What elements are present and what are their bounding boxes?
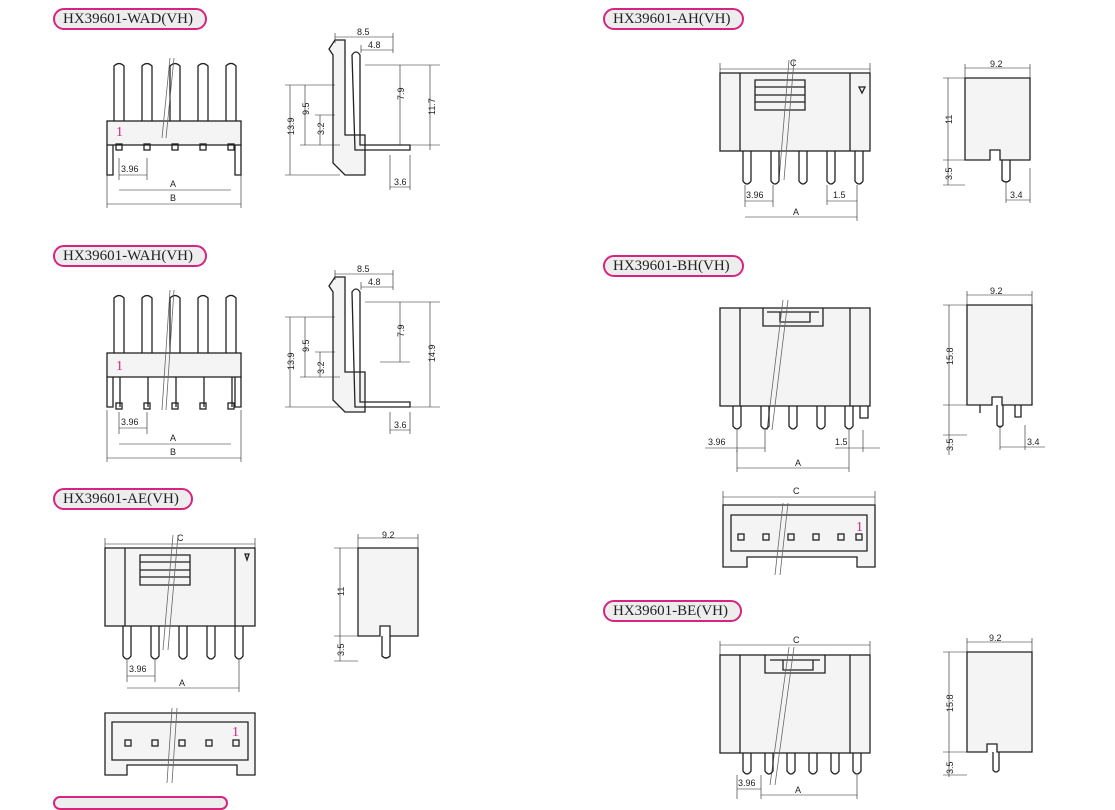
bh-pin1-mark: 1 [856,520,863,535]
wad-dim-b: B [170,193,176,203]
bh-side-view: 9.2 15.8 3.5 3.4 [943,286,1045,455]
be-front-view: C 3.96 A [719,635,871,799]
wad-side-view: 8.5 4.8 7.9 11.7 13.9 9.5 3.2 3.6 [285,27,440,190]
ae-dim-pitch: 3.96 [129,664,147,674]
ah-dim-pitch: 3.96 [746,190,764,200]
ah-dim-3-4: 3.4 [1010,190,1023,200]
title-bh: HX39601-BH(VH) [603,255,744,277]
title-wah: HX39601-WAH(VH) [53,245,207,267]
ae-pins [122,626,244,660]
ae-side-view: 9.2 11 3.5 [334,530,419,662]
wah-dim-7-9: 7.9 [396,324,406,337]
wah-dim-14-9: 14.9 [427,344,437,362]
ah-dim-1-5: 1.5 [833,190,846,200]
wah-dim-a: A [170,433,176,443]
bh-side-housing [966,304,1033,406]
ae-dim-c: C [177,533,184,543]
wah-dim-4-8: 4.8 [368,277,381,287]
be-body [719,654,871,754]
title-ah: HX39601-AH(VH) [603,8,745,30]
ah-body [719,72,871,152]
ah-dim-a: A [793,207,799,217]
wad-front-view: 1 3.96 A B [106,57,242,208]
wah-dim-9-5: 9.5 [301,339,311,352]
be-dim-9-2: 9.2 [989,633,1002,643]
ah-dim-3-5: 3.5 [944,167,954,180]
ae-dim-3-5: 3.5 [336,643,346,656]
wad-dim-4-8: 4.8 [368,40,381,50]
be-dim-3-5: 3.5 [945,761,955,774]
wad-dim-7-9: 7.9 [396,87,406,100]
wad-dim-11-7: 11.7 [427,98,437,115]
wah-pins [113,294,237,353]
wad-dim-13-9: 13.9 [286,117,296,135]
wad-body [106,120,242,146]
wah-side-housing [328,276,366,413]
be-dim-c: C [793,635,800,645]
bh-body [719,307,871,407]
be-dim-pitch: 3.96 [738,778,756,788]
ah-pins [742,151,864,185]
be-dim-15-8: 15.8 [945,694,955,712]
bh-top-housing [722,504,876,568]
title-be: HX39601-BE(VH) [603,600,742,622]
bh-dim-pitch: 3.96 [708,437,726,447]
wad-dim-pitch: 3.96 [121,164,139,174]
wah-front-view: 1 3.96 A B [106,289,242,462]
ae-dim-a: A [179,678,185,688]
title-wad: HX39601-WAD(VH) [53,8,207,30]
wah-dim-b: B [170,447,176,457]
wad-dim-9-5: 9.5 [301,102,311,115]
bh-dim-c: C [793,486,800,496]
wad-pins [113,62,237,121]
bh-top-view: C 1 [722,486,876,576]
bh-pins [732,406,869,430]
ae-top-view: 1 [104,707,256,784]
wah-dim-3-2: 3.2 [316,361,326,374]
wah-dim-3-6: 3.6 [394,420,407,430]
wah-body [106,352,242,378]
ah-dim-9-2: 9.2 [990,59,1003,69]
wah-side-view: 8.5 4.8 7.9 14.9 13.9 9.5 3.2 3.6 [285,264,440,434]
ah-side-view: 9.2 11 3.5 3.4 [943,59,1031,203]
ae-front-view: C 3.96 A [104,533,256,692]
bh-dim-9-2: 9.2 [990,286,1003,296]
bh-dim-1-5: 1.5 [835,437,848,447]
be-side-view: 9.2 15.8 3.5 [943,633,1033,777]
wad-side-pin [351,51,411,151]
bh-dim-15-8: 15.8 [945,347,955,365]
wad-dim-3-2: 3.2 [316,122,326,135]
title-ae: HX39601-AE(VH) [53,488,193,510]
ah-dim-11: 11 [944,115,954,124]
ah-side-housing [964,77,1031,161]
wad-dim-8-5: 8.5 [357,27,370,37]
wah-side-pin [351,288,411,408]
bh-dim-a: A [795,458,801,468]
ae-body [104,547,256,627]
wad-side-housing [328,39,366,176]
wah-dim-13-9: 13.9 [286,352,296,370]
ae-pin1-mark: 1 [232,725,239,740]
bh-front-view: 3.96 1.5 A [705,299,880,472]
ae-dim-11: 11 [336,587,346,596]
bh-dim-3-5: 3.5 [945,438,955,451]
wad-dim-a: A [170,179,176,189]
be-dim-a: A [795,785,801,795]
ah-front-view: C 3.96 1.5 A [719,58,871,221]
ae-dim-9-2: 9.2 [382,530,395,540]
wad-dim-3-6: 3.6 [394,177,407,187]
bh-dim-3-4: 3.4 [1027,437,1040,447]
title-next-cut [53,796,228,810]
ae-side-housing [357,547,419,637]
wah-pin1-mark: 1 [116,359,123,374]
wah-dim-pitch: 3.96 [121,417,139,427]
wah-legs [106,377,242,408]
wah-dim-8-5: 8.5 [357,264,370,274]
be-side-housing [966,651,1033,753]
be-pins [742,753,862,775]
wad-pin1-mark: 1 [116,125,123,140]
